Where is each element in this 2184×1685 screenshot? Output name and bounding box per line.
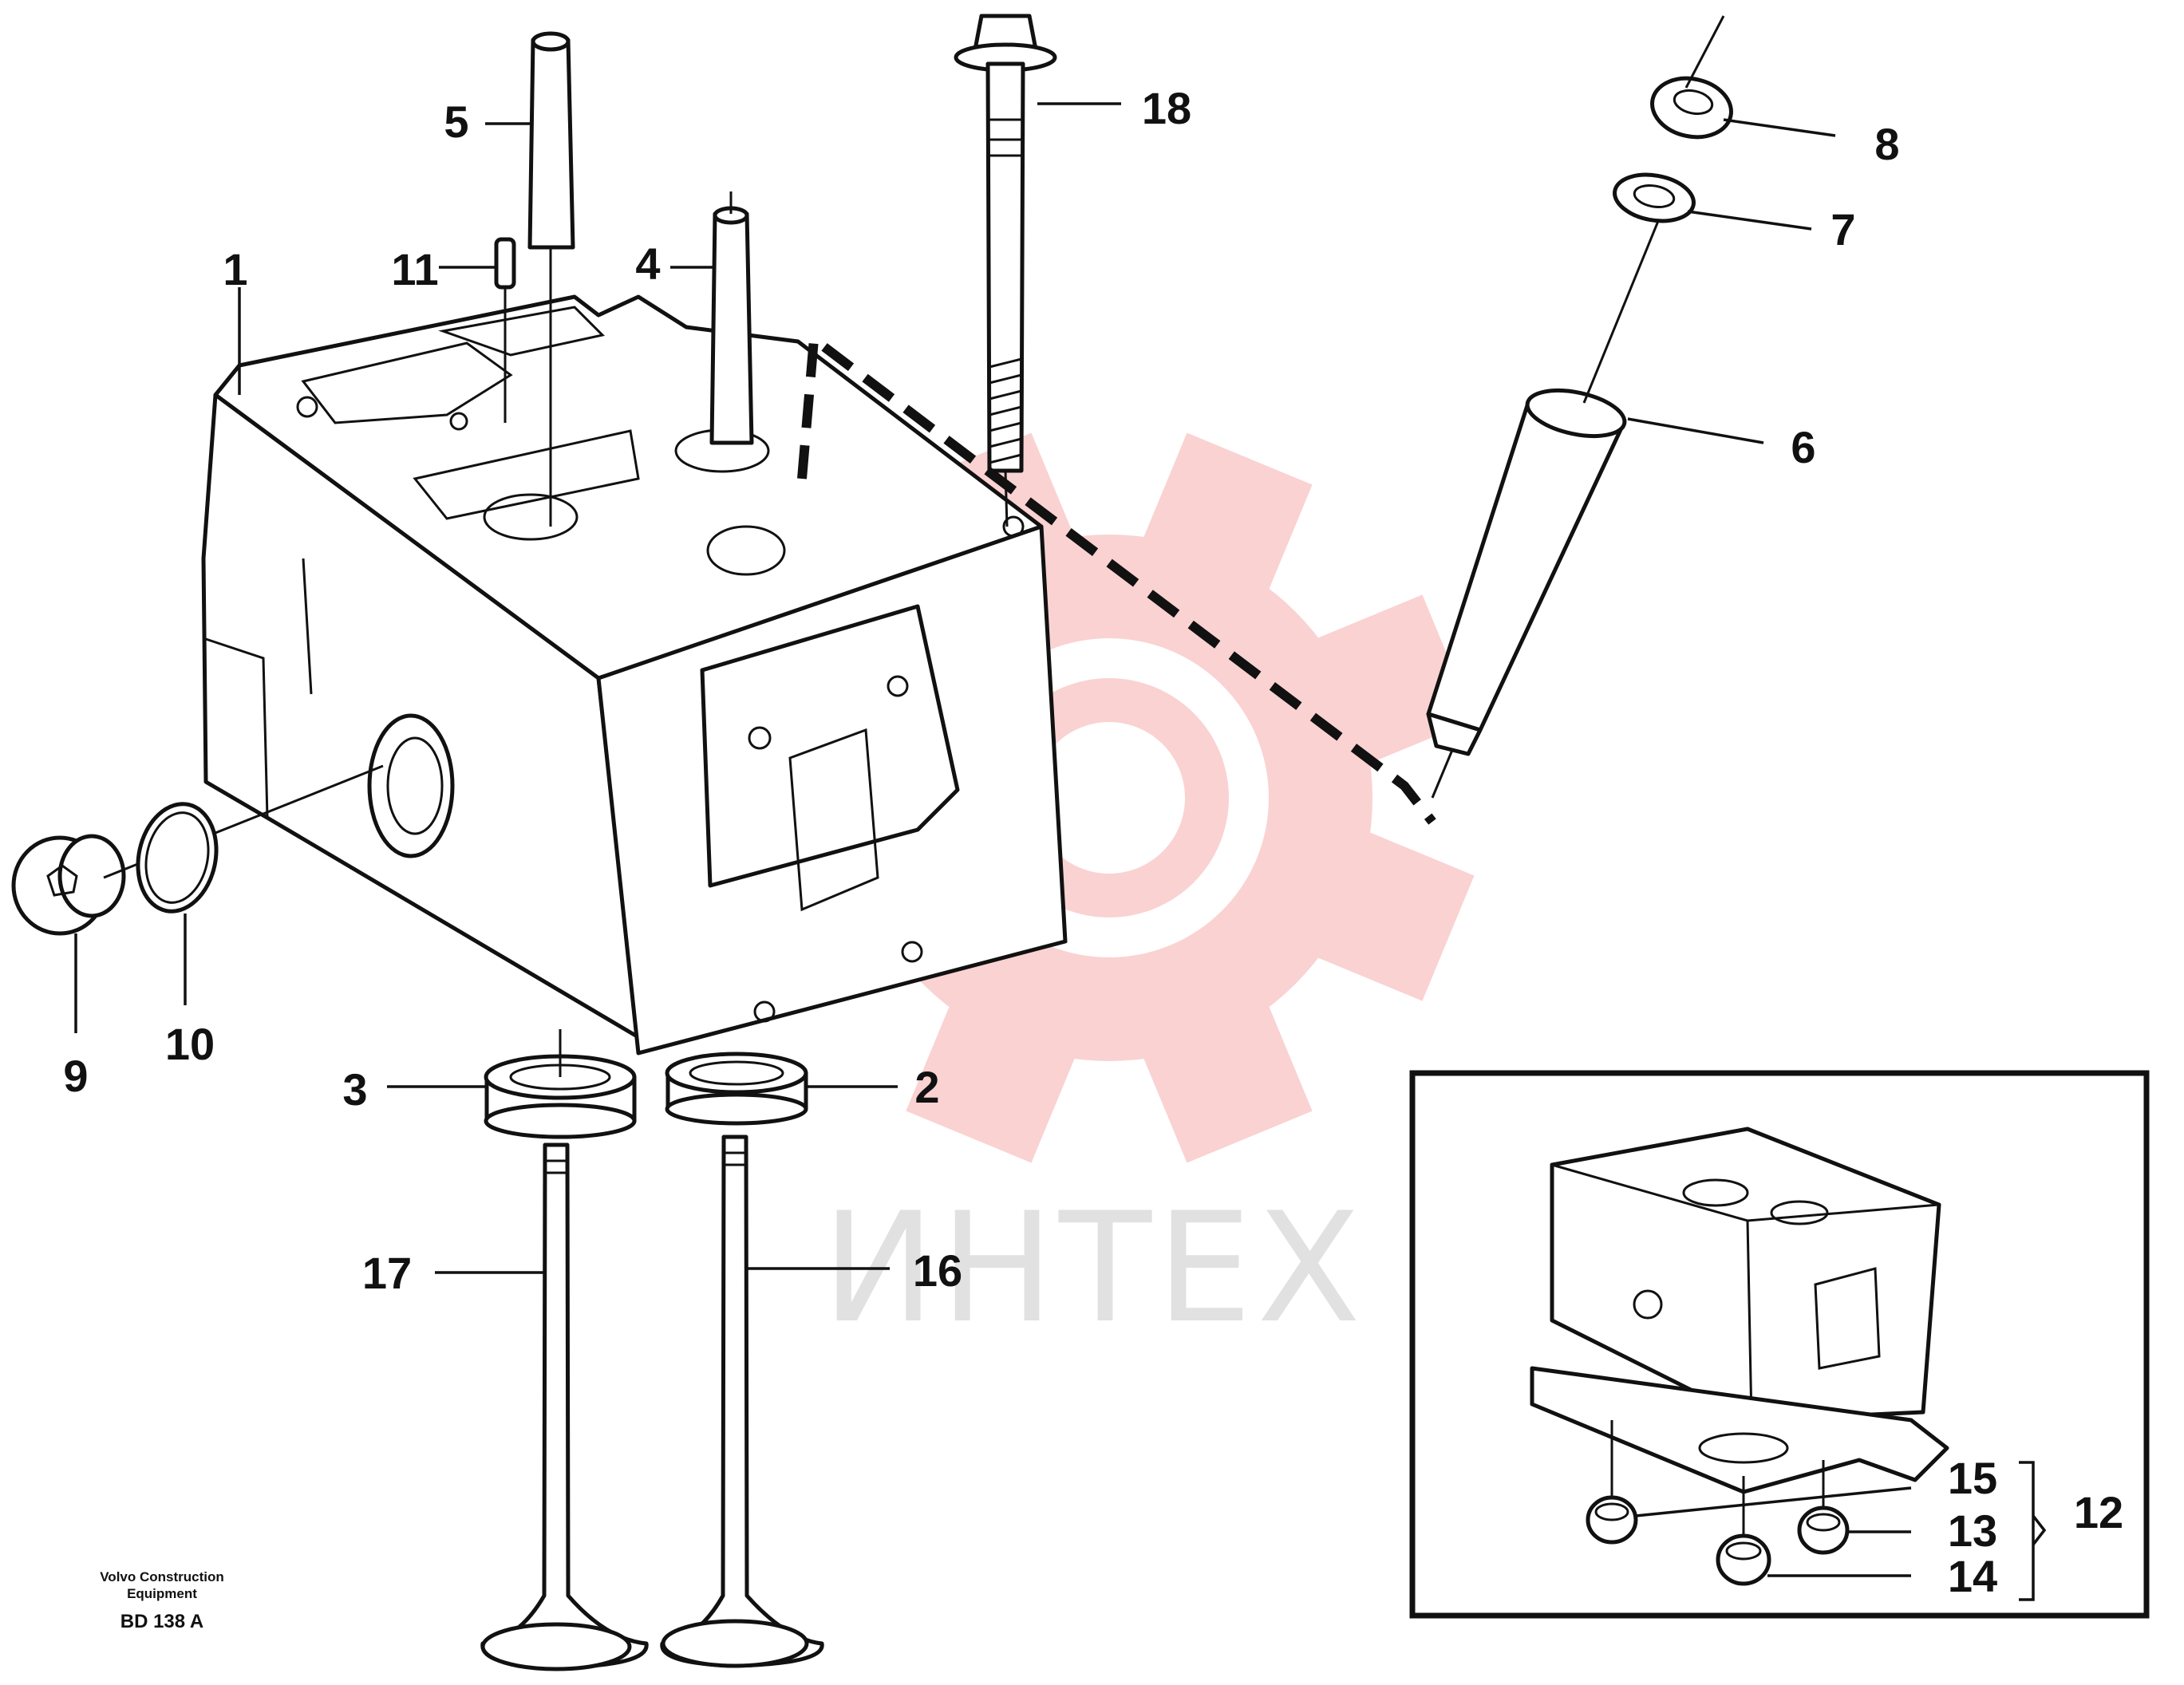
plug-9 bbox=[11, 764, 384, 936]
callout-9: 9 bbox=[63, 1051, 88, 1101]
callout-13: 13 bbox=[1948, 1505, 1997, 1556]
callout-15: 15 bbox=[1948, 1453, 1997, 1503]
callout-14: 14 bbox=[1948, 1551, 1997, 1601]
seal-7 bbox=[1613, 172, 1696, 223]
callout-12: 12 bbox=[2074, 1487, 2123, 1537]
seat-ring-3 bbox=[484, 1029, 637, 1139]
o-ring-10 bbox=[136, 802, 219, 914]
pin-11 bbox=[494, 237, 516, 423]
callout-3: 3 bbox=[342, 1064, 367, 1115]
nut-13 bbox=[1797, 1505, 1850, 1555]
callout-labels: 1 2 3 4 5 6 7 8 9 10 11 12 13 14 15 16 1… bbox=[63, 83, 2123, 1601]
seal-8 bbox=[1650, 15, 1733, 140]
callout-16: 16 bbox=[913, 1245, 962, 1296]
callout-2: 2 bbox=[914, 1062, 939, 1112]
seat-ring-2 bbox=[665, 1052, 808, 1126]
callout-11: 11 bbox=[391, 244, 438, 294]
credit-line-1: Volvo Construction bbox=[100, 1569, 224, 1584]
callout-1: 1 bbox=[223, 244, 247, 294]
callout-17: 17 bbox=[362, 1248, 412, 1298]
credit-line-2: Equipment bbox=[127, 1586, 197, 1601]
sleeve-6 bbox=[1426, 207, 1665, 799]
callout-8: 8 bbox=[1874, 119, 1899, 169]
nut-14 bbox=[1716, 1533, 1771, 1586]
callout-4: 4 bbox=[635, 239, 660, 289]
valve-16 bbox=[660, 1135, 824, 1668]
callout-5: 5 bbox=[444, 97, 468, 147]
cylinder-head bbox=[201, 294, 1068, 1056]
watermark-text: ИНТЕХ bbox=[822, 1180, 1365, 1356]
dashed-install-line bbox=[797, 330, 1436, 825]
drawing-code: BD 138 A bbox=[120, 1611, 203, 1632]
callout-7: 7 bbox=[1831, 204, 1855, 255]
callout-10: 10 bbox=[165, 1019, 215, 1069]
callout-18: 18 bbox=[1142, 83, 1191, 133]
nut-15 bbox=[1586, 1495, 1638, 1545]
leader-lines bbox=[74, 102, 1912, 1577]
guide-5 bbox=[527, 31, 575, 527]
guide-4 bbox=[709, 191, 754, 445]
callout-6: 6 bbox=[1791, 422, 1815, 472]
valve-17 bbox=[480, 1142, 649, 1671]
inset-gasket-kit bbox=[1409, 1070, 2150, 1619]
bolt-18 bbox=[954, 14, 1057, 527]
